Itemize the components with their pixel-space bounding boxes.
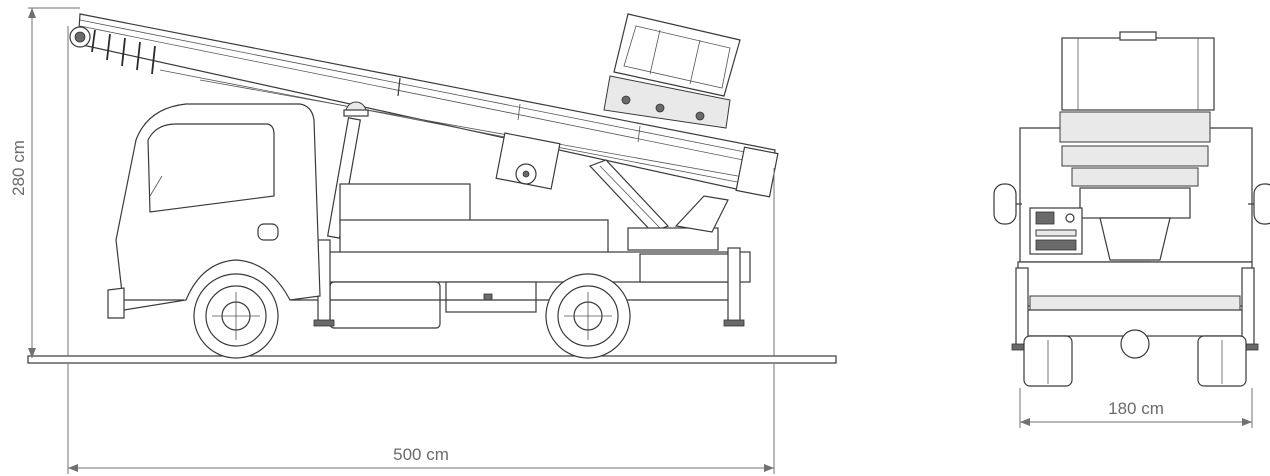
length-dimension [67,364,775,474]
truck-cab [107,103,321,319]
truck-chassis [289,183,751,329]
front-view: 180 cm [993,31,1270,428]
ground-line [27,355,837,364]
width-label: 180 cm [1108,399,1164,418]
left-mirror [993,183,1017,225]
right-mirror [1253,183,1270,225]
rear-wheel [545,273,631,359]
width-dimension [1019,388,1253,428]
cab-window [147,123,275,213]
height-label: 280 cm [9,140,28,196]
beacon [326,101,369,239]
front-wheel [193,273,279,359]
lift-platform [603,13,741,129]
boom-support [495,132,729,251]
ladder-boom [69,13,779,198]
length-label: 500 cm [393,445,449,464]
side-view: 280 cm 500 cm [9,7,837,474]
platform-box [1061,37,1215,111]
height-dimension [28,7,775,358]
